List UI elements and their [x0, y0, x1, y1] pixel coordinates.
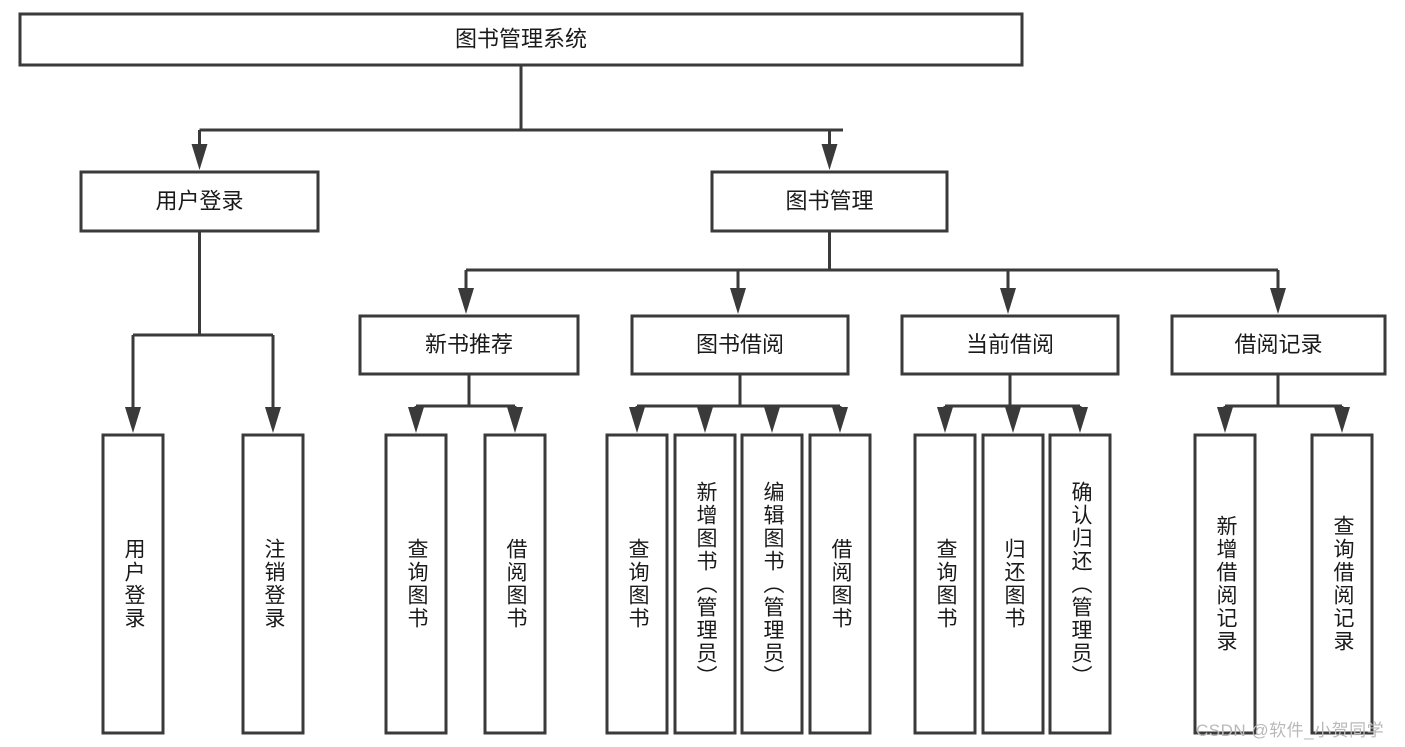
node-user-login-box[interactable]: [79, 170, 320, 233]
arrow-leaf-12: [1217, 407, 1233, 433]
arrow-leaf-2: [265, 407, 281, 433]
root-node-box[interactable]: [18, 12, 1024, 67]
arrow-book-borrow: [730, 288, 746, 314]
node-leaf-confirm-return-box[interactable]: [1048, 433, 1112, 735]
node-user-login-label: 用户登录: [155, 188, 243, 213]
csdn-watermark: CSDN @软件_小贺同学: [1196, 721, 1385, 740]
arrow-leaf-9: [937, 407, 953, 433]
node-book-borrow-label: 图书借阅: [696, 332, 784, 357]
arrow-book-manage: [821, 144, 838, 170]
arrow-leaf-5: [629, 407, 645, 433]
node-leaf-user-login-box[interactable]: [101, 433, 165, 735]
node-leaf-borrow-book-rec-box[interactable]: [483, 433, 547, 735]
node-box-layer: [18, 12, 1387, 735]
node-leaf-logout-box[interactable]: [241, 433, 305, 735]
arrow-leaf-8: [832, 407, 848, 433]
node-leaf-query-record-box[interactable]: [1310, 433, 1374, 735]
node-borrow-record-box[interactable]: [1170, 314, 1387, 376]
node-new-book-rec-box[interactable]: [358, 314, 580, 376]
node-leaf-return-book-box[interactable]: [981, 433, 1045, 735]
node-book-manage-box[interactable]: [710, 170, 949, 233]
root-node-label: 图书管理系统: [455, 26, 587, 51]
node-new-book-rec-label: 新书推荐: [425, 332, 513, 357]
arrow-leaf-1: [125, 407, 141, 433]
node-book-borrow-box[interactable]: [630, 314, 850, 376]
node-leaf-query-book-cb-box[interactable]: [913, 433, 977, 735]
node-borrow-record-label: 借阅记录: [1234, 332, 1322, 357]
arrow-leaf-7: [764, 407, 780, 433]
arrow-leaf-6: [697, 407, 713, 433]
arrow-leaf-3: [408, 407, 424, 433]
node-leaf-edit-book-box[interactable]: [740, 433, 804, 735]
arrow-borrow-record: [1270, 288, 1286, 314]
node-leaf-add-book-box[interactable]: [673, 433, 737, 735]
node-leaf-query-book-bb-box[interactable]: [605, 433, 669, 735]
node-current-borrow-box[interactable]: [900, 314, 1120, 376]
arrow-leaf-13: [1334, 407, 1350, 433]
node-leaf-query-book-rec-box[interactable]: [384, 433, 448, 735]
arrow-leaf-4: [507, 407, 523, 433]
arrow-current-borrow: [1000, 288, 1016, 314]
arrowhead-layer: [125, 144, 1350, 433]
node-book-manage-label: 图书管理: [785, 188, 873, 213]
arrow-leaf-11: [1072, 407, 1088, 433]
arrow-leaf-10: [1005, 407, 1021, 433]
node-leaf-borrow-book-bb-box[interactable]: [808, 433, 872, 735]
node-leaf-add-record-box[interactable]: [1193, 433, 1257, 735]
arrow-user-login: [191, 144, 208, 170]
arrow-new-book-rec: [458, 288, 474, 314]
node-current-borrow-label: 当前借阅: [966, 332, 1054, 357]
